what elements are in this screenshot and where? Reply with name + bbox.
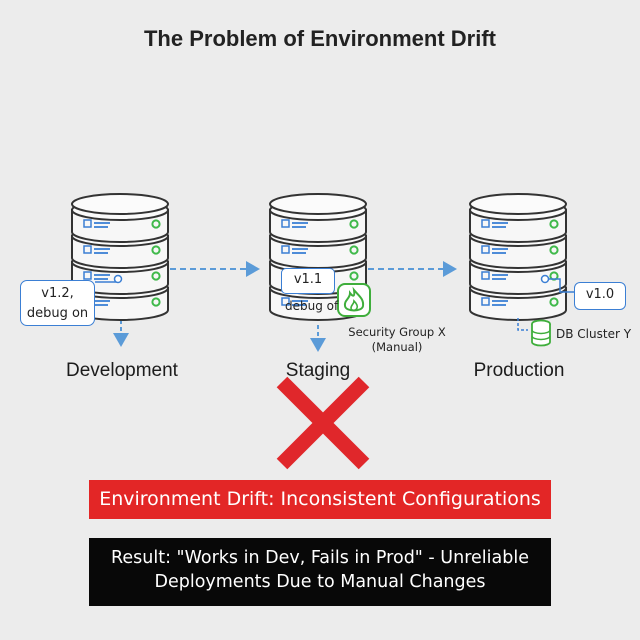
server-status-dot bbox=[349, 245, 359, 255]
server-stack-icon bbox=[469, 193, 567, 321]
result-line-2: Deployments Due to Manual Changes bbox=[154, 572, 486, 592]
server-indicator bbox=[481, 271, 490, 280]
env-label-development: Development bbox=[66, 360, 178, 381]
env-label-production: Production bbox=[473, 360, 565, 381]
server-indicator bbox=[481, 219, 490, 228]
security-group-line1: Security Group X bbox=[348, 325, 446, 339]
server-status-dot bbox=[549, 219, 559, 229]
server-indicator bbox=[481, 245, 490, 254]
server-status-dot bbox=[151, 297, 161, 307]
callout-staging-line2: debug of bbox=[285, 299, 339, 313]
server-status-dot bbox=[349, 271, 359, 281]
cross-icon bbox=[276, 376, 370, 470]
callout-staging-config: v1.1 bbox=[281, 268, 335, 294]
server-indicator bbox=[481, 297, 490, 306]
server-status-dot bbox=[349, 219, 359, 229]
server-status-dot bbox=[549, 245, 559, 255]
fire-icon bbox=[337, 283, 371, 317]
security-group-line2: (Manual) bbox=[371, 340, 423, 354]
server-status-dot bbox=[151, 271, 161, 281]
callout-dev-config: v1.2, debug on bbox=[20, 280, 95, 326]
result-banner: Result: "Works in Dev, Fails in Prod" - … bbox=[89, 538, 551, 606]
server-indicator bbox=[83, 219, 92, 228]
server-status-dot bbox=[549, 297, 559, 307]
server-indicator bbox=[83, 271, 92, 280]
server-stack-icon bbox=[71, 193, 169, 321]
server-indicator bbox=[281, 297, 290, 306]
db-cluster-note: DB Cluster Y bbox=[556, 327, 632, 341]
server-indicator bbox=[281, 219, 290, 228]
result-line-1: Result: "Works in Dev, Fails in Prod" - … bbox=[111, 548, 529, 568]
server-indicator bbox=[281, 245, 290, 254]
page-title: The Problem of Environment Drift bbox=[143, 26, 497, 51]
server-indicator bbox=[83, 245, 92, 254]
db-connector bbox=[517, 318, 528, 331]
env-label-staging: Staging bbox=[285, 360, 351, 381]
server-status-dot bbox=[151, 245, 161, 255]
callout-staging-line1: v1.1 bbox=[293, 272, 323, 287]
callout-connector-prod bbox=[545, 278, 574, 293]
server-status-dot bbox=[151, 219, 161, 229]
drift-banner: Environment Drift: Inconsistent Configur… bbox=[89, 480, 551, 519]
database-icon bbox=[531, 319, 551, 347]
callout-prod-line1: v1.0 bbox=[585, 287, 615, 302]
security-group-note: Security Group X (Manual) bbox=[341, 325, 453, 355]
callout-dev-line2: debug on bbox=[26, 306, 89, 321]
callout-dev-line1: v1.2, bbox=[41, 286, 74, 301]
callout-prod-config: v1.0 bbox=[574, 282, 626, 310]
